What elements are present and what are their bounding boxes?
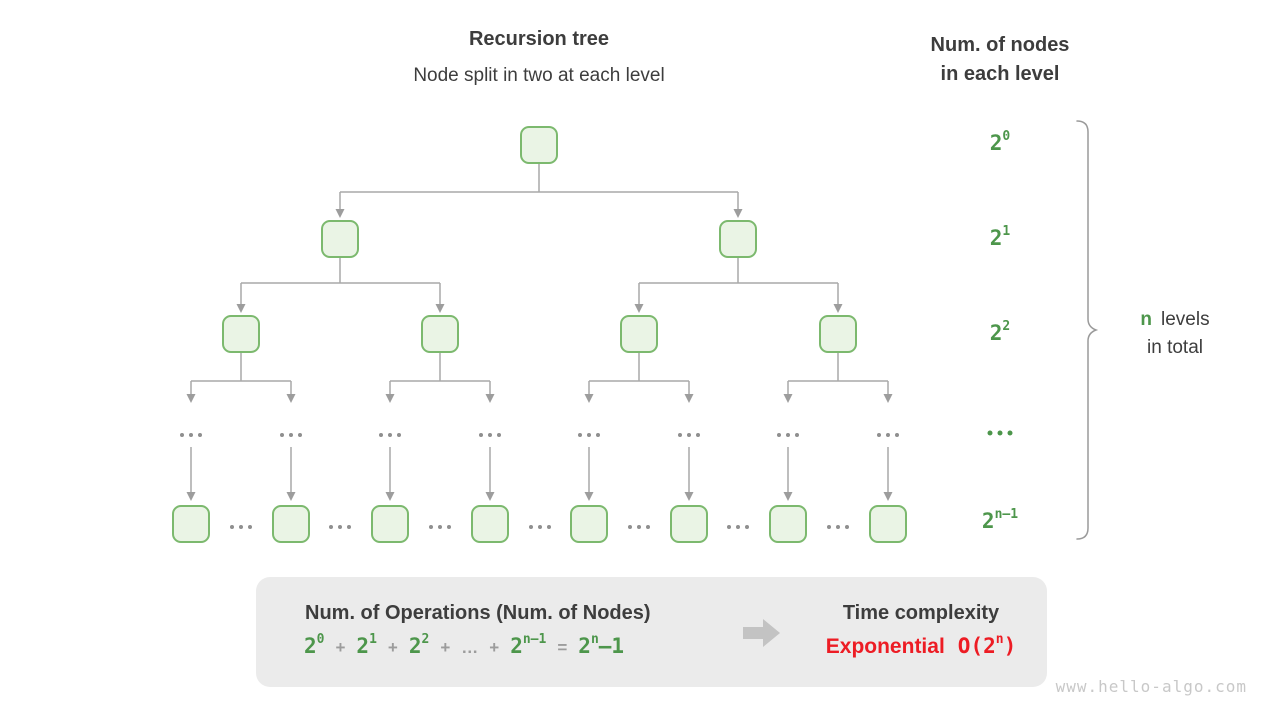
ellipsis bbox=[529, 525, 551, 529]
ellipsis bbox=[429, 525, 451, 529]
time-complexity-value: Exponential O(2n) bbox=[786, 632, 1056, 659]
levels-brace bbox=[1076, 120, 1099, 540]
ellipsis bbox=[180, 433, 202, 437]
level-count-ellipsis bbox=[987, 430, 1013, 436]
ellipsis bbox=[727, 525, 749, 529]
level-count-0: 20 bbox=[989, 129, 1011, 155]
tree-node bbox=[670, 505, 708, 543]
formula-term: 21 bbox=[356, 632, 377, 658]
complexity-word: Exponential bbox=[825, 635, 945, 658]
total-levels-line2: in total bbox=[1147, 337, 1203, 358]
levels-column-header: Num. of nodes in each level bbox=[900, 31, 1100, 89]
level-count-2: 22 bbox=[989, 319, 1011, 345]
ellipsis bbox=[230, 525, 252, 529]
formula-term: 2n–1 bbox=[510, 632, 547, 658]
operations-formula: 20 + 21 + 22 + … + 2n–1 = 2n–1 bbox=[304, 632, 625, 658]
formula-term: 22 bbox=[408, 632, 430, 658]
tree-node bbox=[421, 315, 459, 353]
ellipsis bbox=[329, 525, 351, 529]
n-symbol: n bbox=[1140, 309, 1153, 330]
tree-node bbox=[869, 505, 907, 543]
tree-node-root bbox=[520, 126, 558, 164]
plus-operator: + bbox=[387, 638, 398, 657]
ellipsis bbox=[379, 433, 401, 437]
diagram-header: Recursion tree Node split in two at each… bbox=[339, 28, 739, 87]
plus-operator: + bbox=[489, 638, 500, 657]
tree-node bbox=[371, 505, 409, 543]
tree-node bbox=[321, 220, 359, 258]
ellipsis bbox=[777, 433, 799, 437]
tree-node bbox=[272, 505, 310, 543]
ellipsis bbox=[479, 433, 501, 437]
operations-title: Num. of Operations (Num. of Nodes) bbox=[305, 602, 651, 624]
summary-box: Num. of Operations (Num. of Nodes) 20 + … bbox=[256, 577, 1047, 687]
connector-lines bbox=[191, 164, 888, 382]
equals-operator: = bbox=[557, 638, 568, 657]
plus-operator: + bbox=[440, 638, 451, 657]
connector-arrows bbox=[186, 192, 893, 501]
formula-result: 2n–1 bbox=[578, 632, 625, 658]
diagram-title: Recursion tree bbox=[468, 28, 610, 50]
ellipsis bbox=[628, 525, 650, 529]
ellipsis bbox=[280, 433, 302, 437]
levels-header-line1: Num. of nodes bbox=[930, 34, 1070, 56]
levels-header-line2: in each level bbox=[940, 63, 1060, 85]
implies-arrow-icon bbox=[743, 619, 780, 647]
tree-node bbox=[819, 315, 857, 353]
tree-node bbox=[769, 505, 807, 543]
ellipsis bbox=[877, 433, 899, 437]
ellipsis bbox=[678, 433, 700, 437]
formula-term: 20 bbox=[304, 632, 325, 658]
ellipsis bbox=[578, 433, 600, 437]
plus-operator: + bbox=[335, 638, 346, 657]
tree-node bbox=[222, 315, 260, 353]
tree-node bbox=[172, 505, 210, 543]
tree-node bbox=[471, 505, 509, 543]
diagram-subtitle: Node split in two at each level bbox=[413, 65, 665, 86]
tree-node bbox=[570, 505, 608, 543]
big-o-notation: O(2n) bbox=[957, 632, 1017, 658]
watermark: www.hello-algo.com bbox=[1055, 677, 1247, 696]
level-count-last: 2n–1 bbox=[981, 507, 1019, 533]
level-count-1: 21 bbox=[989, 224, 1011, 250]
ellipsis bbox=[827, 525, 849, 529]
formula-ellipsis: … bbox=[461, 638, 479, 657]
tree-node bbox=[719, 220, 757, 258]
tree-node bbox=[620, 315, 658, 353]
time-complexity-title: Time complexity bbox=[842, 602, 1000, 624]
